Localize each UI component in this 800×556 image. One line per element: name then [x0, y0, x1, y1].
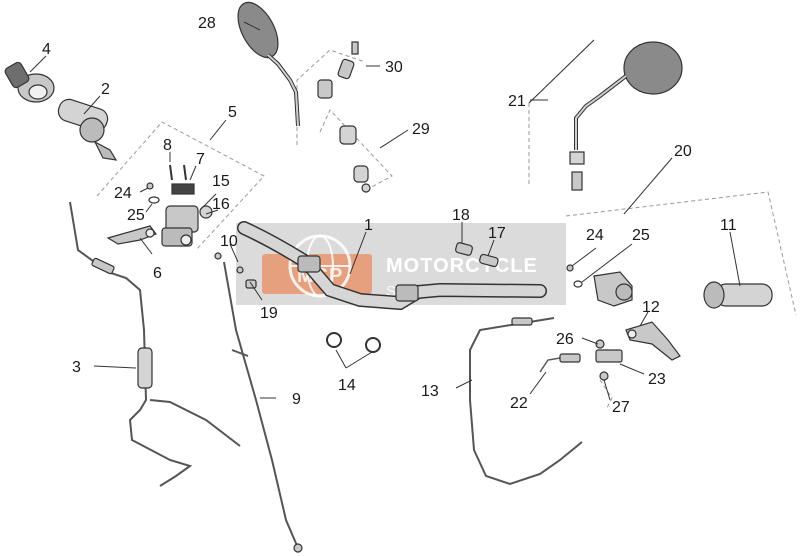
- clutch-switch-part: [539, 339, 623, 411]
- callout-1: 1: [364, 217, 373, 234]
- cable-clips-part: [326, 332, 381, 353]
- callout-12: 12: [642, 299, 660, 316]
- callout-28: 28: [198, 15, 216, 32]
- throttle-grip-part: [57, 98, 118, 161]
- callout-3: 3: [72, 359, 81, 376]
- callout-22: 22: [510, 395, 528, 412]
- clutch-cable-part: [469, 317, 583, 486]
- group-box-right-mirror: [528, 39, 595, 184]
- callout-2: 2: [101, 81, 110, 98]
- brake-cable-part: [223, 261, 303, 553]
- callout-15: 15: [212, 173, 230, 190]
- callout-29: 29: [412, 121, 430, 138]
- callout-9: 9: [292, 391, 301, 408]
- callout-5: 5: [228, 104, 237, 121]
- callout-30: 30: [385, 59, 403, 76]
- callout-24-left: 24: [114, 185, 132, 202]
- callout-7: 7: [196, 151, 205, 168]
- right-switch-housing-part: [566, 264, 633, 307]
- right-lever-part: [625, 321, 681, 361]
- callout-4: 4: [42, 41, 51, 58]
- group-box-left-controls: [96, 121, 265, 251]
- callout-25-right: 25: [632, 227, 650, 244]
- callout-27: 27: [612, 399, 630, 416]
- group-box-right-controls: [565, 191, 797, 316]
- callout-10: 10: [220, 233, 238, 250]
- callout-23: 23: [648, 371, 666, 388]
- callout-21: 21: [508, 93, 526, 110]
- watermark-title: MOTORCYCLE: [386, 255, 538, 277]
- callout-24-right: 24: [586, 227, 604, 244]
- callout-18: 18: [452, 207, 470, 224]
- callout-8: 8: [163, 137, 172, 154]
- callout-11: 11: [720, 217, 737, 234]
- mirror-bolts-part: [317, 41, 359, 99]
- right-grip-part: [703, 281, 773, 309]
- callout-25-left: 25: [127, 207, 145, 224]
- left-mirror-part: [237, 1, 300, 127]
- callout-20: 20: [674, 143, 692, 160]
- handlebar-part: [237, 221, 547, 311]
- right-mirror-part: [569, 41, 683, 191]
- callout-13: 13: [421, 383, 439, 400]
- callout-19: 19: [260, 305, 278, 322]
- callouts: 1 2 3 4 5 6 7 8 9 10 11 12 13 14 15 16 1…: [42, 15, 737, 416]
- callout-16: 16: [212, 196, 230, 213]
- mirror-bushings-part: [339, 125, 371, 193]
- cable-adjusters-part: [214, 252, 257, 289]
- left-lever-part: [106, 225, 157, 245]
- switch-buttons-part: [455, 242, 499, 268]
- brake-master-cylinder-part: [146, 164, 213, 247]
- callout-26: 26: [556, 331, 574, 348]
- leader-lines: [29, 21, 741, 401]
- group-box-left-mirror-hardware: [296, 49, 393, 191]
- callout-6: 6: [153, 265, 162, 282]
- grip-end-part: [4, 61, 55, 103]
- callout-14: 14: [338, 377, 356, 394]
- callout-17: 17: [488, 225, 506, 242]
- throttle-cable-part: [69, 201, 241, 487]
